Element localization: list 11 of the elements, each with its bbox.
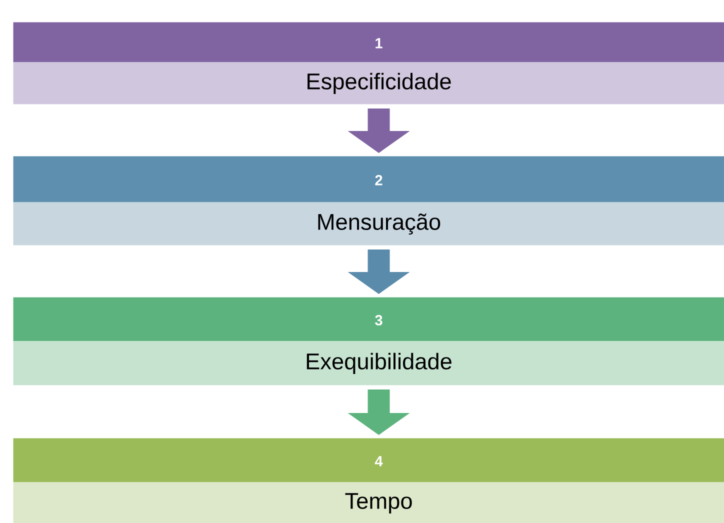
label-bar: Exequibilidade	[13, 341, 724, 386]
block-arrow	[348, 250, 410, 294]
label-bar: Mensuração	[13, 202, 724, 246]
header-bar: 4	[13, 438, 724, 482]
block-arrow	[348, 390, 410, 435]
header-bar: 1	[13, 22, 724, 62]
label-bar: Tempo	[13, 482, 724, 523]
label-bar: Especificidade	[13, 62, 724, 104]
header-bar: 2	[13, 156, 724, 202]
block-arrow	[348, 108, 410, 153]
header-bar: 3	[13, 297, 724, 342]
